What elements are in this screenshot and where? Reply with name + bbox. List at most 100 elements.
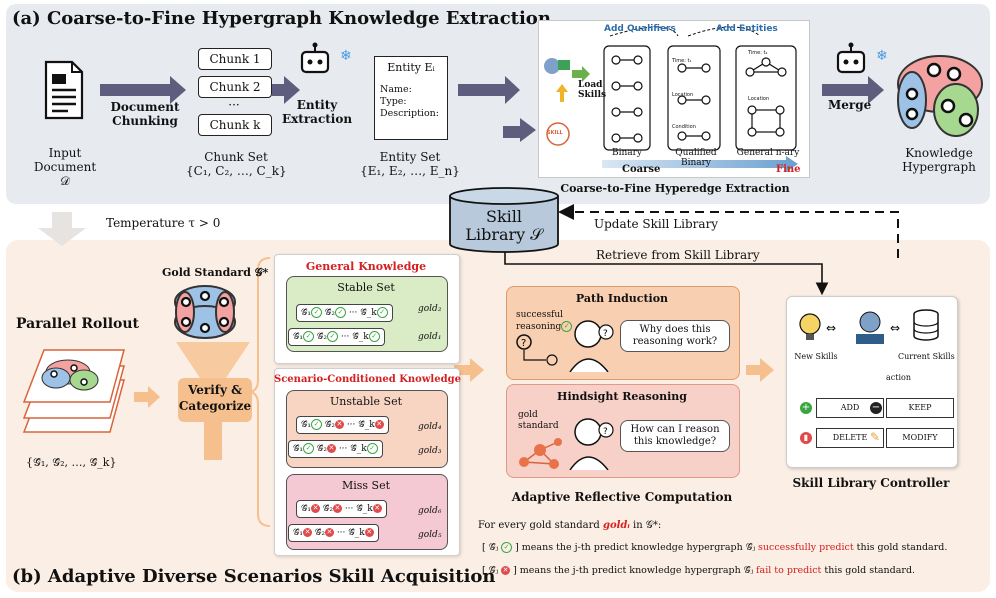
entity-card-title: Entity Eᵢ [387,61,435,74]
chunk-ellipsis: ··· [228,98,240,112]
skill-badge: SKILL [547,130,563,136]
stable-row-1: 𝒢̂₁✓ 𝒢̂₂✓ ··· 𝒢̂_k✓ [288,328,385,346]
delete-icon: ▮ [800,432,812,444]
thinking-person-icon-2: ? [569,418,614,470]
unstable-row-4: 𝒢̂₁✓ 𝒢̂₂✕ ··· 𝒢̂_k✕ [296,416,389,434]
extraction-caption: Coarse-to-Fine Hyperedge Extraction [560,182,790,195]
gold1-label: gold₁ [418,332,442,342]
entity-field-description: Description: [380,108,439,119]
chunk-k: Chunk k [198,114,272,136]
thinking-person-icon: ? [569,320,614,372]
retrieve-skill-library-label: Retrieve from Skill Library [596,248,760,262]
gold2-label: gold₂ [418,304,442,314]
svg-text:❄: ❄ [340,48,352,64]
extraction-diagram [544,26,798,172]
gold-standard-icon [174,285,236,339]
fine-label: Fine [776,164,801,175]
temperature-label: Temperature τ > 0 [106,216,221,230]
unstable-row-3: 𝒢̂₁✓ 𝒢̂₂✕ ··· 𝒢̂_k✓ [288,440,383,458]
gold4-label: gold₄ [418,422,442,432]
action-label: action [886,373,911,382]
funnel-shape [176,342,250,378]
entity-card: Entity Eᵢ Name: Type: Description: [374,56,448,140]
update-line [558,204,899,258]
n-time: Time: t₂ [748,50,768,56]
q-time: Time: t₁ [672,58,692,64]
gold-standard-label: Gold Standard 𝒢* [162,266,269,279]
scenario-knowledge-title: Scenario-Conditioned Knowledge [274,374,461,385]
svg-text:?: ? [603,329,608,339]
current-skills-label: Current Skills [898,352,955,361]
unstable-set-label: Unstable Set [329,395,402,408]
svg-text:?: ? [603,427,608,437]
chunk-set-label: Chunk Set{C₁, C₂, …, C_k} [186,150,287,178]
new-skills-label: New Skills [794,352,838,361]
q-condition: Condition [672,124,696,130]
panel-b-title: (b) Adaptive Diverse Scenarios Skill Acq… [12,566,496,587]
legend-fail: [ 𝒢̂ⱼ ✕ ] means the j-th predict knowled… [482,565,916,576]
modify-icon: ✎ [870,430,881,444]
merge-label: Merge [828,98,872,112]
parallel-rollout-label: Parallel Rollout [16,316,139,332]
orange-arrows [134,358,880,460]
general-knowledge-title: General Knowledge [305,260,427,273]
svg-text:❄: ❄ [876,48,888,64]
dark-arrows [100,76,884,195]
rollout-stack-icon [22,349,125,433]
q-location: Location [672,92,694,98]
temperature-arrow [38,212,86,246]
panel-a-title: (a) Coarse-to-Fine Hypergraph Knowledge … [12,8,551,29]
legend-intro: For every gold standard goldᵢ in 𝒢*: [478,520,662,531]
stable-row-2: 𝒢̂₁✓ 𝒢̂₂✓ ··· 𝒢̂_k✓ [296,304,393,322]
robot-icon: ❄ [300,42,352,74]
modify-button[interactable]: MODIFY [886,428,954,448]
rollout-set-label: {𝒢̂₁, 𝒢̂₂, …, 𝒢̂_k} [26,456,117,469]
keep-icon: − [870,402,882,414]
add-button[interactable]: ADD [816,398,884,418]
svg-text:⇔: ⇔ [826,321,836,335]
gold5-label: gold₅ [418,530,442,540]
verify-categorize-box: Verify &Categorize [178,378,252,422]
entity-field-name: Name: [380,84,412,95]
legend-success: [ 𝒢̂ⱼ ✓ ] means the j-th predict knowled… [482,542,948,553]
n-location: Location [748,96,770,102]
coarse-label: Coarse [622,164,661,175]
update-skill-library-label: Update Skill Library [594,217,719,231]
svg-text:⇔: ⇔ [890,321,900,335]
miss-row-6: 𝒢̂₁✕ 𝒢̂₂✕ ··· 𝒢̂_k✕ [296,500,387,518]
arc-title: Adaptive Reflective Computation [511,490,733,504]
keep-button[interactable]: KEEP [886,398,954,418]
document-icon [44,60,84,120]
chunk-1: Chunk 1 [198,48,272,70]
robot-merge-icon: ❄ [836,42,888,74]
qualified-binary-label: Qualified Binary [675,148,717,168]
controller-title: Skill Library Controller [792,476,950,490]
delete-button[interactable]: DELETE [816,428,884,448]
knowledge-graph-icon [519,438,562,469]
miss-set-label: Miss Set [341,479,391,492]
entity-set-label: Entity Set{E₁, E₂, …, E_n} [360,150,460,178]
entity-field-type: Type: [380,96,407,107]
knowledge-hypergraph-icon [897,55,983,137]
controller-icons: ⇔ ⇔ [799,309,939,344]
gold6-label: gold₆ [418,506,442,516]
binary-label: Binary [611,148,643,158]
gold3-label: gold₃ [418,446,442,456]
hindsight-title: Hindsight Reasoning [557,390,687,403]
add-entities-label: Add Entities [716,24,778,34]
general-nary-label: General n-ary [736,148,800,158]
path-induction-title: Path Induction [575,292,669,305]
skill-library-cylinder [449,187,559,253]
chunk-2: Chunk 2 [198,76,272,98]
add-icon: + [800,402,812,414]
